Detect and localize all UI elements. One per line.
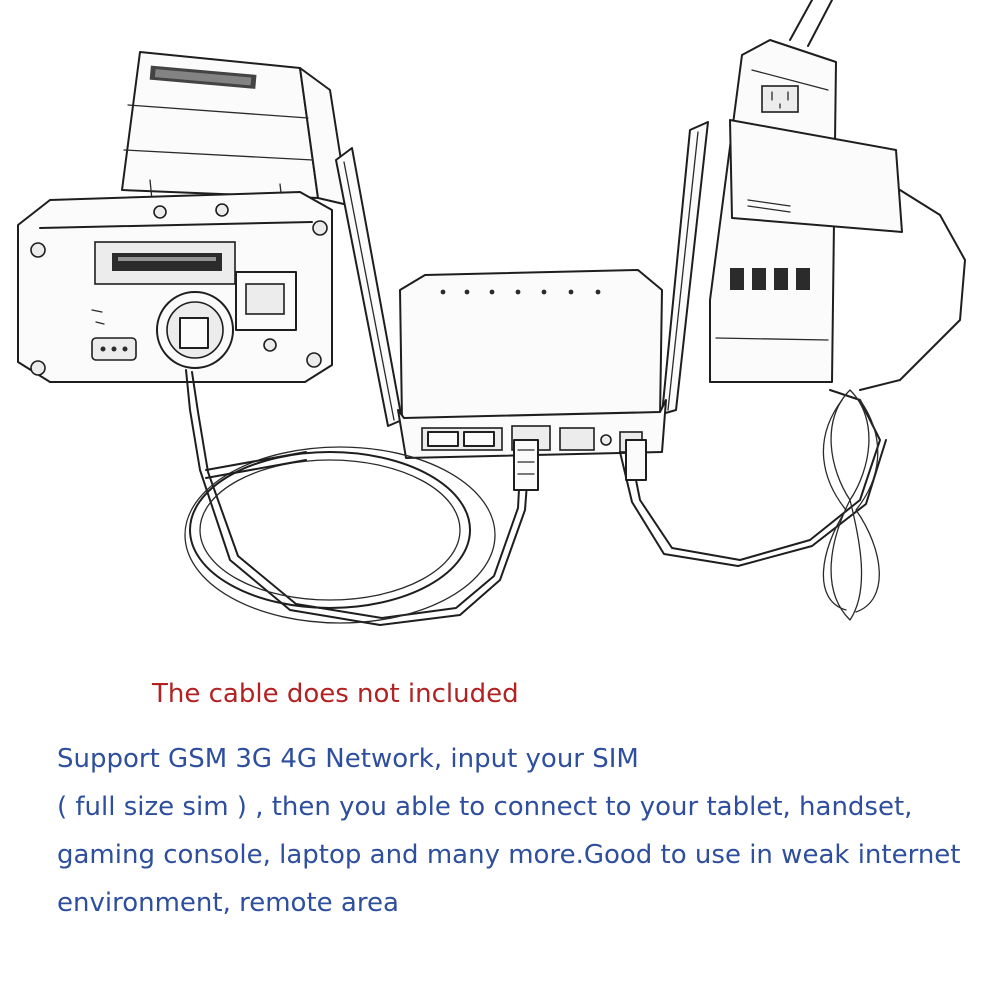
cable-not-included-note: The cable does not included: [152, 679, 519, 709]
power-strip: [709, 0, 903, 383]
power-adapter-cord: [619, 189, 966, 621]
product-illustration: [17, 0, 966, 626]
usb-ports: [730, 268, 810, 290]
router: [335, 121, 709, 459]
ethernet-cable: [184, 369, 539, 626]
description-line-3: gaming console, laptop and many more.Goo…: [57, 840, 961, 870]
description-line-2: ( full size sim ) , then you able to con…: [57, 792, 913, 822]
router-status-leds: [440, 289, 601, 295]
description-line-4: environment, remote area: [57, 888, 399, 918]
description-line-1: Support GSM 3G 4G Network, input your SI…: [57, 744, 639, 774]
outdoor-unit: [17, 51, 349, 383]
device-brand-logo: [149, 65, 257, 89]
product-description: Support GSM 3G 4G Network, input your SI…: [57, 735, 987, 927]
